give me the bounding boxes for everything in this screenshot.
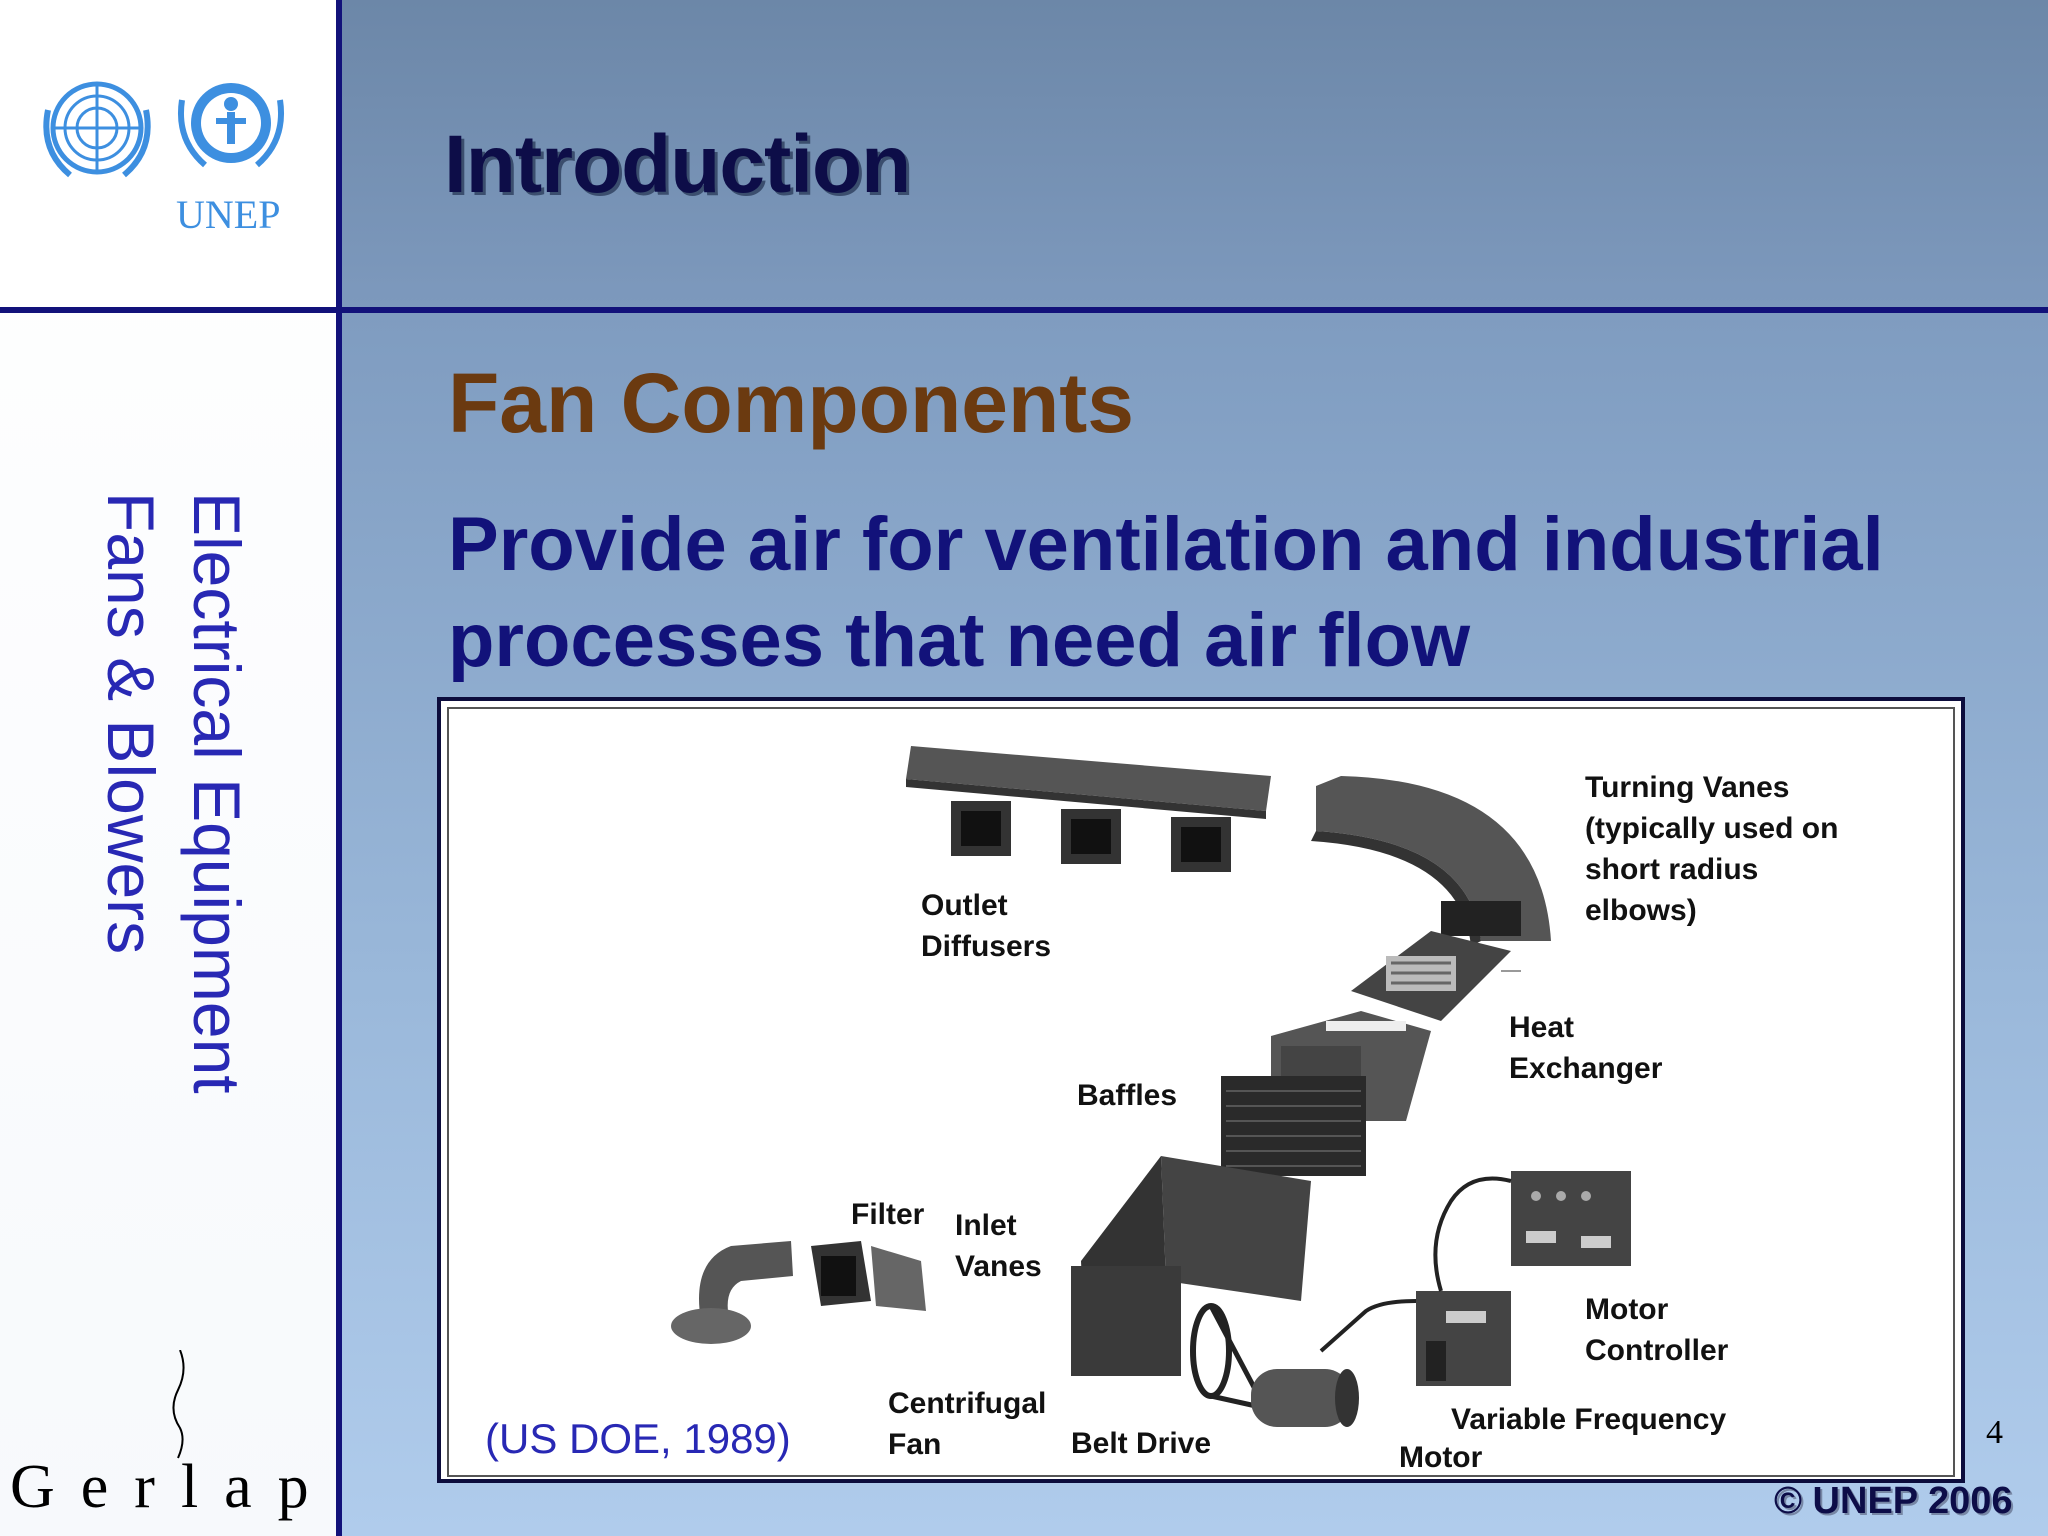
centrifugal-fan-icon [1071,1156,1311,1376]
baffles-icon [1221,1011,1431,1176]
motor-icon [1251,1369,1359,1427]
logo-area: UNEP [0,0,336,308]
label-filter: Filter [851,1198,925,1231]
fan-system-illustration [671,746,1631,1427]
figure-frame [447,707,1955,1477]
label-centrifugal-fan: Centrifugal Fan [888,1387,1047,1461]
unep-logo-text: UNEP [176,192,280,237]
header-band [342,0,2048,307]
sidebar-line-2: Fans & Blowers [94,492,168,955]
label-inlet-vanes: Inlet Vanes [955,1209,1042,1283]
turning-vanes-icon [1311,776,1551,946]
gerlap-logo-text: Gerlap [10,1453,335,1521]
figure-citation: (US DOE, 1989) [485,1415,791,1462]
label-motor-controller: Motor Controller [1585,1293,1729,1367]
gerlap-swirl-icon [172,1350,185,1459]
label-turning-vanes: Turning Vanes (typically used on short r… [1585,771,1839,927]
section-description: Provide air for ventilation and industri… [448,502,1884,683]
page-number: 4 [1986,1414,2003,1451]
motor-controller-icon [1319,1291,1511,1386]
fan-components-figure: Turning Vanes (typically used on short r… [437,697,1965,1483]
belt-drive-icon [1190,1303,1259,1409]
un-emblem-icon [43,81,151,178]
copyright-notice: © UNEP 2006 [1774,1480,2013,1522]
outlet-diffusers-icon [906,746,1271,872]
label-variable-frequency: Variable Frequency [1451,1403,1727,1436]
page-title: Introduction [444,119,911,210]
section-subtitle: Fan Components [448,356,1134,450]
sidebar-topic: Electrical Equipment Fans & Blowers [88,492,260,1094]
inlet-duct-icon [671,1241,926,1344]
vertical-divider [336,0,342,1536]
unep-emblem-icon [178,83,284,168]
variable-frequency-drive-icon [1433,1171,1631,1292]
label-belt-drive: Belt Drive [1071,1427,1212,1460]
heat-exchanger-icon [1351,931,1521,1021]
un-unep-logo: UNEP [43,81,284,237]
horizontal-divider [0,307,2048,313]
sidebar-line-1: Electrical Equipment [180,492,254,1094]
label-heat-exchanger: Heat Exchanger [1509,1011,1663,1085]
label-motor: Motor [1399,1441,1483,1474]
label-outlet-diffusers: Outlet Diffusers [921,889,1052,963]
label-baffles: Baffles [1077,1079,1178,1112]
